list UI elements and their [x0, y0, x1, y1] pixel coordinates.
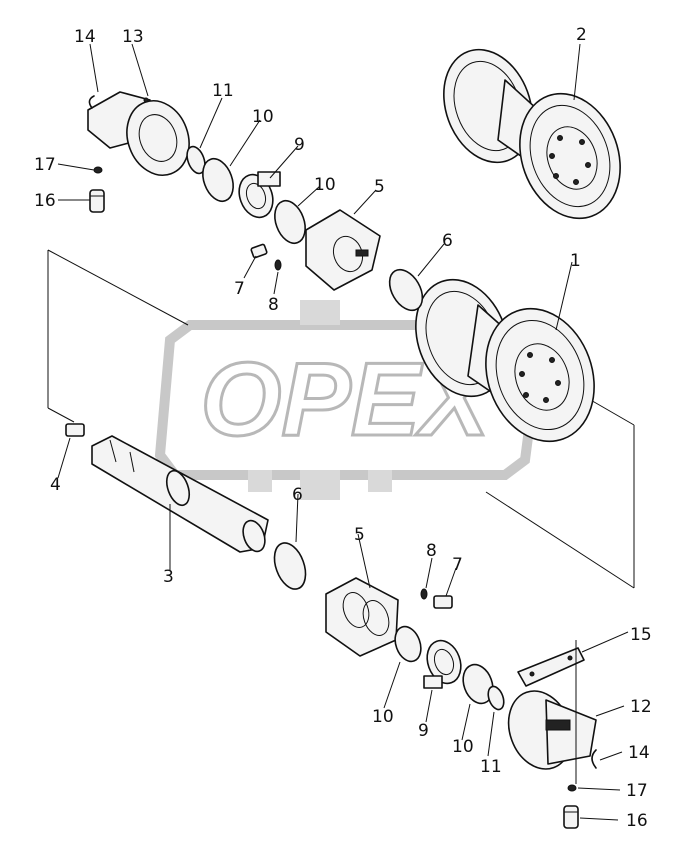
wire-lower — [591, 749, 597, 769]
callout-12: 12 — [630, 697, 652, 717]
callout-10-upper-b: 10 — [314, 175, 336, 195]
callout-13: 13 — [122, 27, 144, 47]
plug-4 — [65, 423, 85, 437]
collar-upper — [87, 91, 190, 176]
callout-2: 2 — [576, 25, 587, 45]
callout-17-upper: 17 — [34, 155, 56, 175]
callout-4: 4 — [50, 475, 61, 495]
callout-1: 1 — [570, 251, 581, 271]
washer-upper — [93, 166, 103, 174]
callout-10-upper-a: 10 — [252, 107, 274, 127]
oring-6-lower — [273, 542, 307, 590]
callout-7-lower: 7 — [452, 555, 463, 575]
callout-14-lower: 14 — [628, 743, 650, 763]
roller-lower — [415, 278, 595, 443]
washer-lower — [567, 784, 577, 792]
assembly-frame — [47, 249, 635, 589]
seal-upper-10 — [202, 157, 234, 203]
callout-8-lower: 8 — [426, 541, 437, 561]
callout-16-upper: 16 — [34, 191, 56, 211]
callout-5-upper: 5 — [374, 177, 385, 197]
callout-8-upper: 8 — [268, 295, 279, 315]
wire-upper — [88, 95, 95, 109]
bushing-lower — [423, 639, 462, 689]
callout-10-lower-b: 10 — [452, 737, 474, 757]
callout-5-lower: 5 — [354, 525, 365, 545]
callout-16-lower: 16 — [626, 811, 648, 831]
bolt-7-lower — [433, 595, 453, 609]
callout-9-lower: 9 — [418, 721, 429, 741]
seal-upper-10b — [274, 199, 306, 245]
washer-8-upper — [274, 259, 282, 271]
washer-8-lower — [420, 588, 428, 600]
callout-17-lower: 17 — [626, 781, 648, 801]
bushing-upper — [238, 171, 281, 219]
guard-plate-15 — [517, 647, 585, 687]
seal-hub-upper — [305, 209, 381, 291]
callout-11-lower: 11 — [480, 757, 502, 777]
callout-6-upper: 6 — [442, 231, 453, 251]
callout-9-upper: 9 — [294, 135, 305, 155]
leader-lines — [57, 43, 629, 821]
seal-hub-lower — [325, 577, 399, 657]
callout-14-upper: 14 — [74, 27, 96, 47]
bolt-upper — [89, 189, 105, 213]
callout-3: 3 — [163, 567, 174, 587]
callout-6-lower: 6 — [292, 485, 303, 505]
seal-lower-10 — [394, 625, 422, 663]
bolt-lower — [563, 805, 579, 829]
callout-11-upper: 11 — [212, 81, 234, 101]
callout-15: 15 — [630, 625, 652, 645]
oring-6-upper — [388, 268, 424, 312]
callout-7-upper: 7 — [234, 279, 245, 299]
callout-labels: 1 2 3 4 5 5 6 6 7 7 8 8 9 9 10 10 10 10 … — [34, 25, 652, 831]
roller-upper — [443, 48, 621, 220]
collar-lower-12 — [507, 690, 597, 770]
callout-10-lower-a: 10 — [372, 707, 394, 727]
bolt-7-upper — [250, 243, 268, 259]
seal-lower-10b — [462, 663, 494, 705]
oring-upper-11 — [186, 145, 206, 175]
oring-lower-11 — [487, 685, 505, 711]
shaft-3 — [91, 435, 269, 553]
